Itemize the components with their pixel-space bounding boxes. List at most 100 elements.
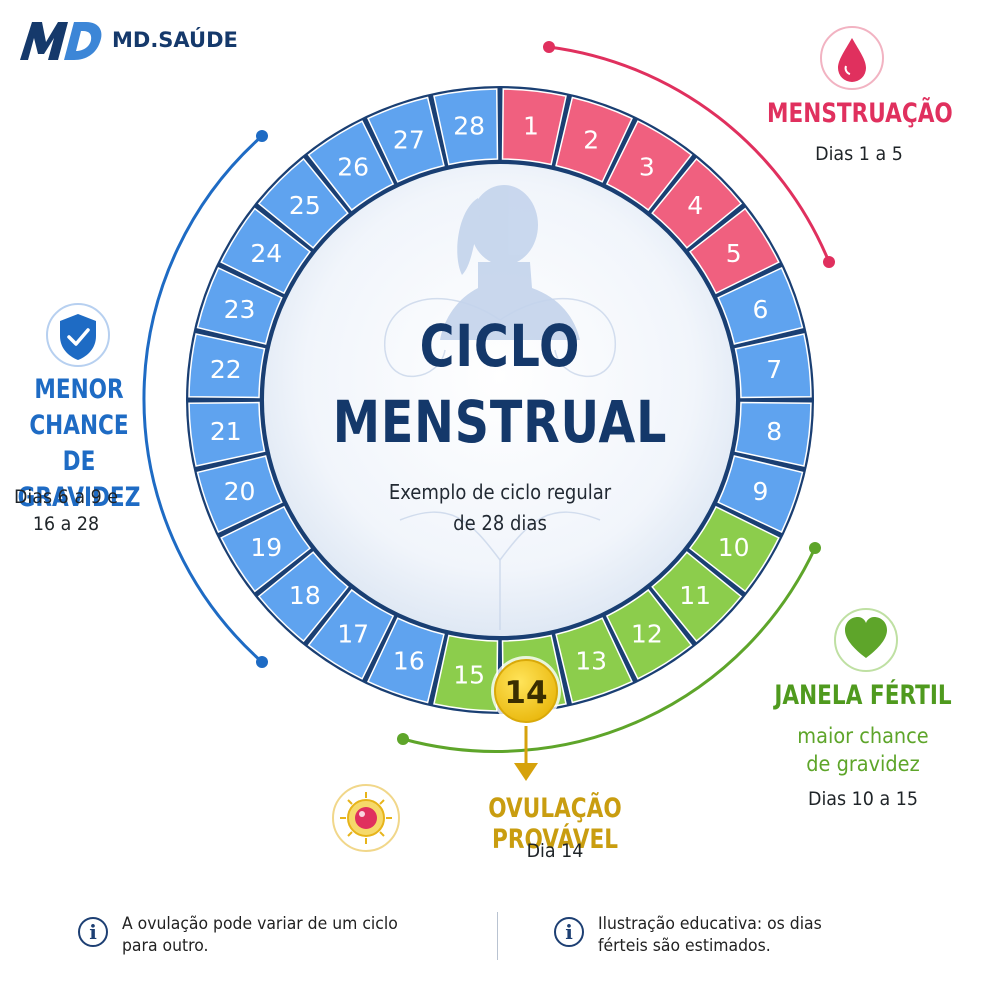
fertile-arc-dot-start (809, 542, 821, 554)
day-label-13: 13 (575, 647, 607, 676)
day-segment-28 (433, 88, 499, 166)
day-segment-20 (196, 455, 283, 533)
menstruation-arc-dot-end (823, 256, 835, 268)
day-label-15: 15 (453, 660, 485, 689)
title-line-1: CICLO (419, 312, 581, 380)
day-label-26: 26 (337, 152, 369, 181)
day-segment-11 (651, 551, 743, 643)
woman-silhouette-icon (440, 185, 580, 340)
day-label-2: 2 (583, 125, 599, 154)
day-label-6: 6 (753, 295, 769, 324)
day-segment-16 (367, 617, 445, 704)
fertile-window-title: JANELA FÉRTIL (774, 680, 952, 711)
footer-note-ovulation-variation: i A ovulação pode variar de um ciclo par… (78, 913, 478, 957)
day-label-24: 24 (250, 239, 282, 268)
day-segment-3 (605, 120, 693, 212)
info-icon: i (78, 917, 108, 947)
day-label-23: 23 (224, 295, 256, 324)
day-label-11: 11 (679, 581, 711, 610)
day-label-1: 1 (523, 112, 539, 141)
day-segment-17 (307, 588, 395, 680)
fertile-window-description: maior chance de gravidez (797, 724, 929, 776)
day-segment-13 (555, 617, 633, 704)
menstruation-days: Dias 1 a 5 (815, 143, 903, 165)
day-label-9: 9 (753, 477, 769, 506)
shield-check-icon (46, 303, 110, 367)
day-label-4: 4 (687, 191, 703, 220)
heart-icon (834, 608, 898, 672)
brand-name: MD.SAÚDE (112, 28, 238, 52)
day-segment-4 (651, 157, 743, 249)
day-label-12: 12 (631, 620, 663, 649)
day-segment-9 (717, 455, 804, 533)
subtitle-line-2: de 28 dias (453, 511, 547, 535)
menstruation-title: MENSTRUAÇÃO (767, 98, 953, 129)
day-segment-5 (688, 207, 780, 295)
day-segment-18 (257, 551, 349, 643)
day-label-18: 18 (289, 581, 321, 610)
footer-note-educational: i Ilustração educativa: os dias férteis … (554, 913, 954, 957)
footer-divider (497, 912, 498, 960)
title-line-2: MENSTRUAL (332, 388, 668, 456)
day-segment-24 (220, 207, 312, 295)
ovulation-arrow-head (514, 763, 538, 781)
low-chance-days: Dias 6 a 9 e 16 a 28 (13, 486, 119, 535)
fertile-arc (402, 547, 817, 753)
day-segment-8 (734, 401, 812, 467)
fertile-arc-dot-end (397, 733, 409, 745)
day-label-28: 28 (453, 112, 485, 141)
day-label-7: 7 (766, 355, 782, 384)
day-segment-2 (555, 96, 633, 183)
day-label-20: 20 (224, 477, 256, 506)
outer-arcs (142, 41, 835, 753)
day-segment-1 (501, 88, 567, 166)
day-label-27: 27 (393, 125, 425, 154)
ovulation-day-label: Dia 14 (526, 840, 584, 862)
md-logo-icon (20, 22, 102, 60)
low-chance-arc (142, 134, 263, 664)
day-label-16: 16 (393, 647, 425, 676)
day-segment-7 (734, 333, 812, 399)
day-segment-25 (257, 157, 349, 249)
low-chance-arc-dot-end (256, 656, 268, 668)
day-label-10: 10 (718, 533, 750, 562)
day-label-8: 8 (766, 417, 782, 446)
ovum-icon (332, 784, 400, 852)
day-label-19: 19 (250, 533, 282, 562)
day-segment-6 (717, 267, 804, 345)
low-chance-arc-dot-start (256, 130, 268, 142)
day-label-21: 21 (210, 417, 242, 446)
day-segment-12 (605, 588, 693, 680)
menstruation-arc (548, 45, 831, 263)
ovulation-day-circle (494, 659, 558, 723)
info-icon: i (554, 917, 584, 947)
day-segment-15 (433, 634, 499, 712)
decorative-swirls (384, 297, 616, 630)
ovulation-title: OVULAÇÃO PROVÁVEL (488, 793, 622, 855)
ovulation-day-number: 14 (504, 675, 547, 711)
day-label-25: 25 (289, 191, 321, 220)
low-chance-title: MENOR CHANCE DE GRAVIDEZ (17, 374, 141, 513)
blood-drop-icon (820, 26, 884, 90)
footer-note-text: A ovulação pode variar de um ciclo para … (122, 914, 398, 956)
fertile-window-days: Dias 10 a 15 (807, 788, 918, 810)
day-segment-26 (307, 120, 395, 212)
day-label-22: 22 (210, 355, 242, 384)
day-segment-23 (196, 267, 283, 345)
inner-disc (264, 164, 736, 636)
day-segment-19 (220, 505, 312, 593)
subtitle-line-1: Exemplo de ciclo regular (388, 480, 612, 504)
day-segment-22 (188, 333, 266, 399)
day-segment-27 (367, 96, 445, 183)
day-label-17: 17 (337, 620, 369, 649)
day-segment-10 (688, 505, 780, 593)
day-segment-21 (188, 401, 266, 467)
menstruation-arc-dot-start (543, 41, 555, 53)
day-label-3: 3 (639, 152, 655, 181)
brand-logo: MD.SAÚDE (18, 18, 238, 62)
day-label-5: 5 (726, 239, 742, 268)
footer-note-text: Ilustração educativa: os dias férteis sã… (598, 914, 822, 956)
